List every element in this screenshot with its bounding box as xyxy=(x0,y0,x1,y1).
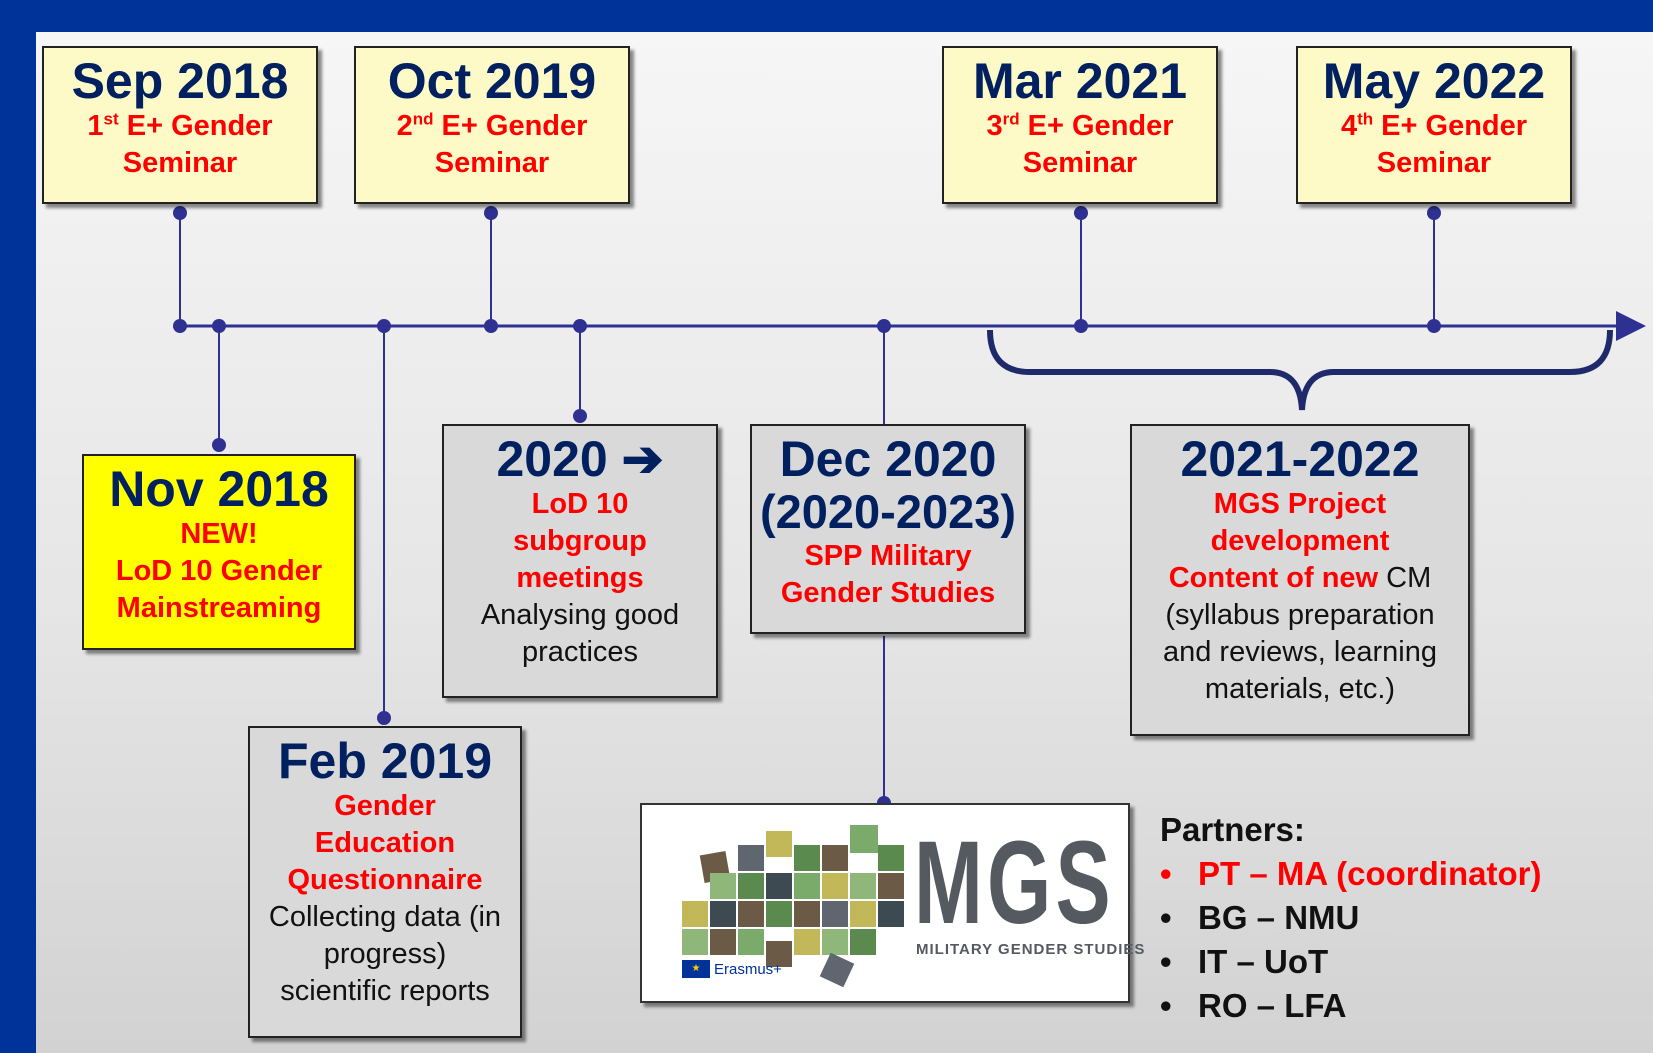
event-line: LoD 10 Gender xyxy=(115,555,323,587)
seminar-ordinal: 3 xyxy=(986,110,1003,142)
seminar-box-4: May 2022 4th E+ Gender Seminar xyxy=(1296,46,1572,204)
partner-item: •PT – MA (coordinator) xyxy=(1160,855,1542,892)
event-line: LoD 10 xyxy=(531,488,629,520)
seminar-date: Sep 2018 xyxy=(71,53,289,109)
mgs-logo-subtitle: MILITARY GENDER STUDIES xyxy=(916,941,1146,958)
event-note: progress) xyxy=(323,938,447,970)
seminar-title: E+ Gender xyxy=(433,110,588,142)
event-note: CM xyxy=(1378,562,1432,594)
event-line: development xyxy=(1210,525,1390,557)
event-line: NEW! xyxy=(180,518,258,550)
event-date: 2020 ➔ xyxy=(496,431,664,487)
event-date: Nov 2018 xyxy=(109,461,329,517)
seminar-label: Seminar xyxy=(122,147,238,179)
eu-flag-icon: ★ xyxy=(682,960,710,978)
event-line: Gender xyxy=(334,790,436,822)
event-note: Collecting data (in xyxy=(268,901,502,933)
event-line: Gender Studies xyxy=(780,577,996,609)
seminar-date: Oct 2019 xyxy=(387,53,597,109)
seminar-title: E+ Gender xyxy=(118,110,273,142)
seminar-label: Seminar xyxy=(1022,147,1138,179)
seminar-label: Seminar xyxy=(1376,147,1492,179)
event-line: Education xyxy=(314,827,456,859)
mgs-logo: MGS MILITARY GENDER STUDIES ★ Erasmus+ xyxy=(640,803,1144,1003)
event-line: MGS Project xyxy=(1213,488,1387,520)
seminar-box-2: Oct 2019 2nd E+ Gender Seminar xyxy=(354,46,630,204)
seminar-date: Mar 2021 xyxy=(972,53,1188,109)
ordinal-suffix: nd xyxy=(412,109,434,129)
event-note: and reviews, learning xyxy=(1162,636,1438,668)
partners-list: Partners: •PT – MA (coordinator) •BG – N… xyxy=(1160,808,1541,1028)
event-note: practices xyxy=(521,636,639,668)
event-note: scientific reports xyxy=(280,975,490,1007)
ordinal-suffix: rd xyxy=(1002,109,1020,129)
seminar-box-1: Sep 2018 1st E+ Gender Seminar xyxy=(42,46,318,204)
seminar-label: Seminar xyxy=(434,147,550,179)
event-box-2021-2022: 2021-2022 MGS Project development Conten… xyxy=(1130,424,1470,736)
partner-item: •BG – NMU xyxy=(1160,899,1360,936)
event-line: Content of new xyxy=(1168,562,1379,594)
seminar-title: E+ Gender xyxy=(1373,110,1528,142)
seminar-date: May 2022 xyxy=(1322,53,1546,109)
seminar-box-3: Mar 2021 3rd E+ Gender Seminar xyxy=(942,46,1218,204)
event-note: (syllabus preparation xyxy=(1165,599,1435,631)
seminar-ordinal: 2 xyxy=(396,110,413,142)
event-date: 2021-2022 xyxy=(1180,431,1420,487)
event-line: meetings xyxy=(516,562,644,594)
event-box-dec-2020: Dec 2020 (2020-2023) SPP Military Gender… xyxy=(750,424,1026,634)
partners-title: Partners: xyxy=(1160,811,1305,848)
event-line: Mainstreaming xyxy=(116,592,322,624)
event-box-feb-2019: Feb 2019 Gender Education Questionnaire … xyxy=(248,726,522,1038)
event-line: SPP Military xyxy=(804,540,972,572)
event-line: subgroup xyxy=(513,525,647,557)
event-note: materials, etc.) xyxy=(1204,673,1396,705)
event-box-2020: 2020 ➔ LoD 10 subgroup meetings Analysin… xyxy=(442,424,718,698)
event-period: (2020-2023) xyxy=(759,485,1017,538)
event-box-nov-2018: Nov 2018 NEW! LoD 10 Gender Mainstreamin… xyxy=(82,454,356,650)
seminar-title: E+ Gender xyxy=(1019,110,1174,142)
event-date: Dec 2020 xyxy=(779,431,997,487)
partner-item: •IT – UoT xyxy=(1160,943,1329,980)
mgs-logo-letters: MGS xyxy=(914,817,1115,949)
seminar-ordinal: 4 xyxy=(1340,110,1358,142)
ordinal-suffix: st xyxy=(103,109,119,129)
seminar-ordinal: 1 xyxy=(87,110,104,142)
event-date: Feb 2019 xyxy=(277,733,492,789)
ordinal-suffix: th xyxy=(1357,109,1374,129)
period-brace xyxy=(987,329,1613,411)
partner-item: •RO – LFA xyxy=(1160,987,1347,1024)
event-note: Analysing good xyxy=(480,599,680,631)
erasmus-label: Erasmus+ xyxy=(714,961,782,978)
mosaic-graphic xyxy=(682,825,904,988)
event-line: Questionnaire xyxy=(287,864,483,896)
